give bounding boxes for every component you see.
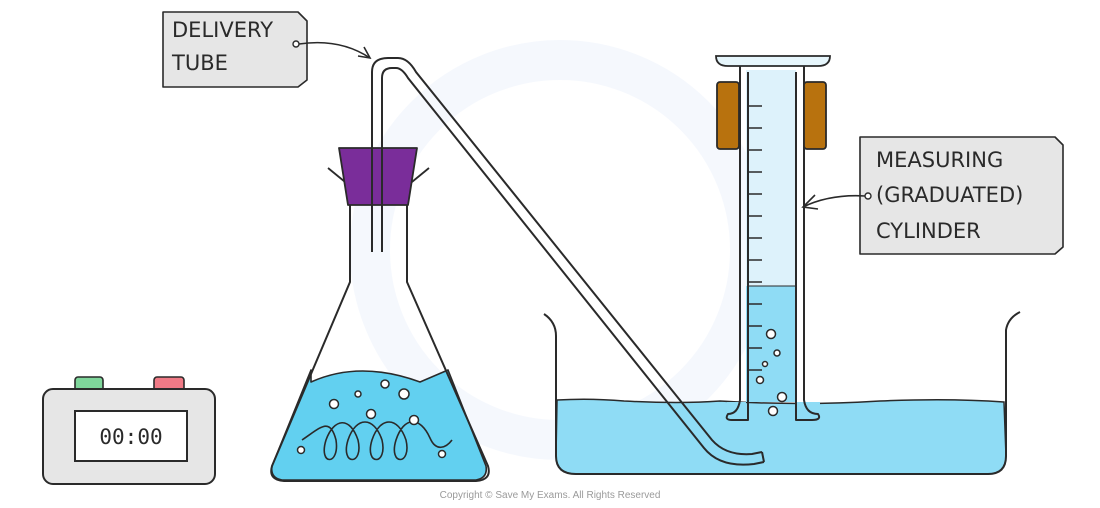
pointer-arrow: [298, 41, 371, 59]
clamp-right: [803, 81, 827, 150]
conical-flask: [270, 167, 490, 482]
stopwatch: 00:00: [42, 376, 216, 485]
cylinder-bubbles: [755, 328, 788, 417]
measuring-cylinder-label-line3: CYLINDER: [876, 219, 981, 243]
measuring-cylinder: [715, 55, 831, 421]
delivery-tube-label-line1: DELIVERY: [172, 18, 273, 42]
clamp-left: [716, 81, 740, 150]
timer-screen: [74, 410, 188, 462]
cylinder-base-rim: [715, 55, 831, 67]
pointer-arrow: [802, 194, 866, 208]
cylinder-outline: [725, 66, 821, 421]
tube-inner: [381, 67, 765, 466]
measuring-cylinder-label: MEASURING (GRADUATED) CYLINDER: [801, 136, 1064, 255]
flask-liquid: [270, 369, 488, 481]
trough-water: [555, 398, 1007, 475]
water-trough: [543, 311, 1021, 475]
tube-outer: [371, 57, 763, 456]
delivery-tube: [371, 57, 765, 466]
bung-stopper: [338, 147, 418, 206]
measuring-cylinder-label-line2: (GRADUATED): [876, 183, 1023, 207]
delivery-tube-label-line2: TUBE: [171, 51, 228, 75]
cylinder-graduations: [748, 105, 762, 371]
label-box: [859, 136, 1064, 255]
timer-display: 00:00: [99, 425, 162, 449]
metal-coil: [301, 421, 453, 461]
cylinder-water: [746, 286, 796, 402]
copyright-text: Copyright © Save My Exams. All Rights Re…: [440, 490, 661, 501]
flask-bubbles: [296, 379, 447, 459]
flask-outline: [270, 188, 490, 482]
delivery-tube-label: DELIVERY TUBE: [162, 11, 372, 88]
trough-outline: [543, 311, 1021, 475]
measuring-cylinder-label-line1: MEASURING: [876, 148, 1003, 172]
label-box: [162, 11, 308, 88]
